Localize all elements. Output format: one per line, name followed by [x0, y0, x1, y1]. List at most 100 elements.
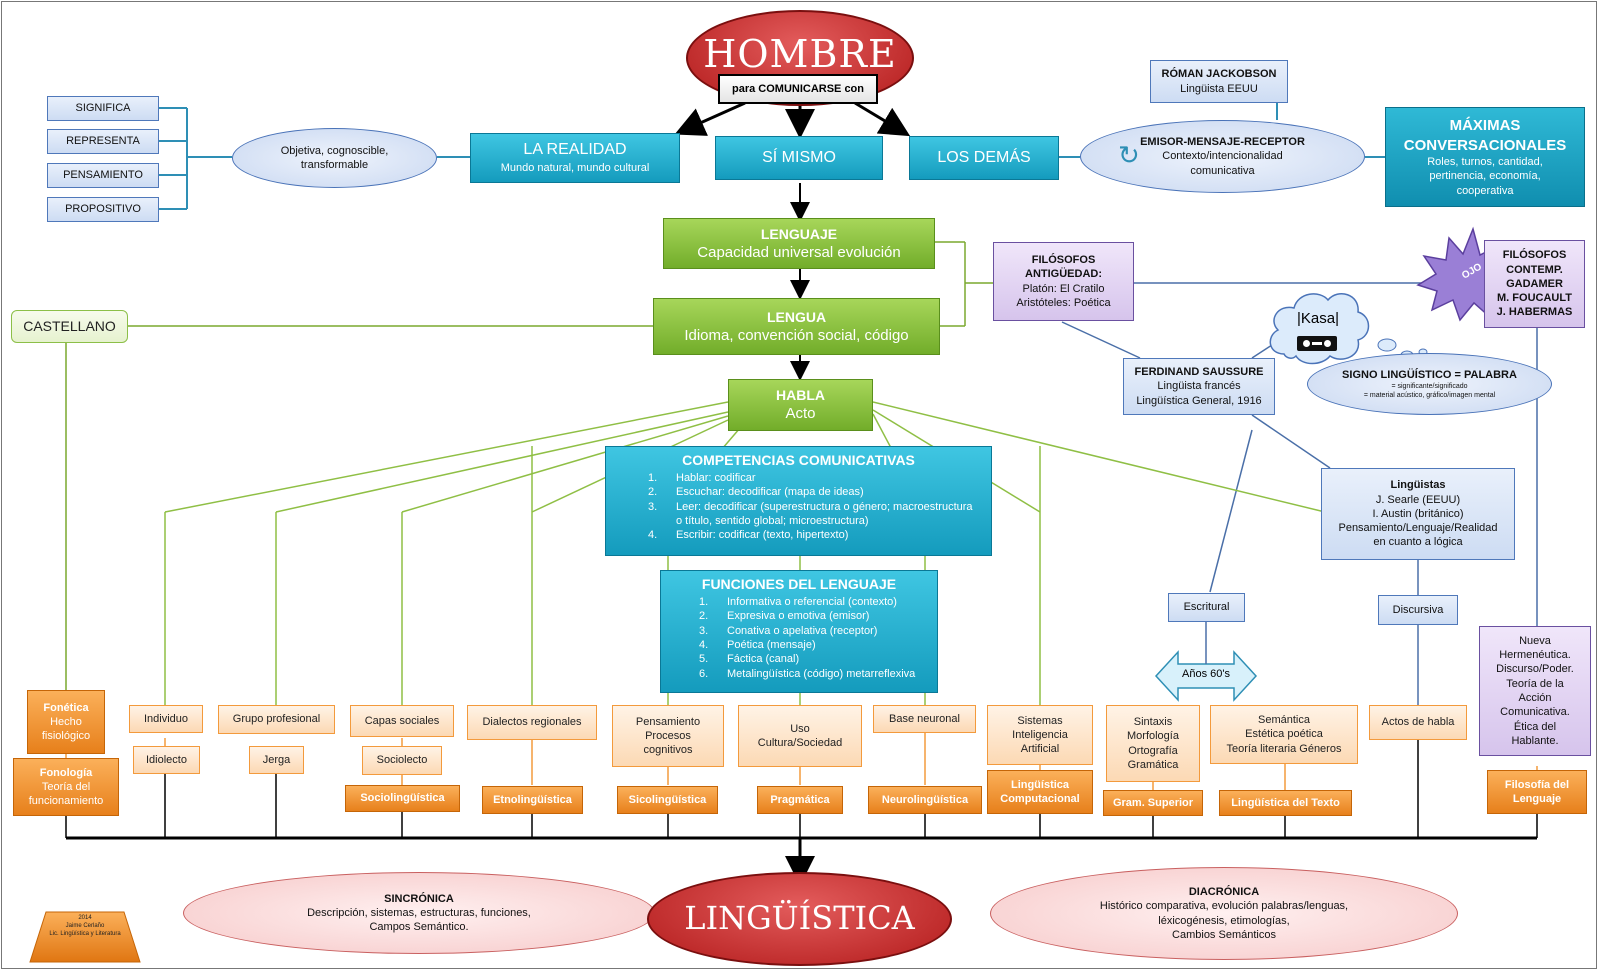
- filosofos-ant-line4: Aristóteles: Poética: [1016, 296, 1111, 309]
- sociolinguistica-node: Sociolingüística: [345, 785, 460, 812]
- gram-superior-node: Gram. Superior: [1103, 790, 1203, 816]
- sintaxis-line4: Gramática: [1127, 758, 1179, 771]
- fonologia-node: Fonología Teoría del funcionamiento: [13, 758, 119, 816]
- signo-line1: = significante/significado: [1391, 383, 1468, 391]
- actos-habla-text: Actos de habla: [1381, 716, 1455, 729]
- saussure-line1: Lingüista francés: [1157, 380, 1241, 393]
- fonetica-line2: Hecho: [50, 715, 82, 728]
- competencias-num: 3.: [648, 500, 658, 513]
- linguistas-line3: Pensamiento/Lenguaje/Realidad: [1338, 522, 1498, 535]
- pensamiento-line2: Procesos: [645, 729, 691, 742]
- maximas-title2: CONVERSACIONALES: [1403, 136, 1567, 154]
- neurolinguistica-text: Neurolingüística: [881, 793, 969, 806]
- funciones-text: Fáctica (canal): [727, 653, 800, 666]
- la-realidad-node: LA REALIDAD Mundo natural, mundo cultura…: [470, 133, 680, 183]
- credit-line1: 2014: [78, 915, 92, 921]
- filosofos-cont-line4: M. FOUCAULT: [1497, 292, 1572, 305]
- maximas-title1: MÁXIMAS: [1449, 117, 1521, 135]
- sicolinguistica-node: Sicolingüística: [617, 786, 718, 814]
- sintaxis-line2: Morfología: [1127, 730, 1179, 743]
- competencias-text: Escuchar: decodificar (mapa de ideas): [676, 486, 864, 499]
- nueva-line2: Hermenéutica.: [1499, 649, 1571, 662]
- lenguaje-node: LENGUAJE Capacidad universal evolución: [663, 218, 935, 269]
- pensamiento-line3: cognitivos: [643, 744, 693, 757]
- funciones-item: 6.Metalingüística (código) metarreflexiv…: [699, 667, 929, 681]
- hombre-title: HOMBRE: [703, 32, 897, 76]
- sistemas-node: Sistemas Inteligencia Artificial: [987, 705, 1093, 765]
- objetiva-line2: transformable: [300, 159, 369, 171]
- jerga-text: Jerga: [262, 753, 291, 766]
- uso-node: Uso Cultura/Sociedad: [738, 705, 862, 767]
- la-realidad-sub: Mundo natural, mundo cultural: [500, 162, 650, 175]
- filosofos-cont-line1: FILÓSOFOS: [1502, 249, 1567, 262]
- jackobson-node: RÓMAN JACKOBSON Lingüista EEUU: [1150, 60, 1288, 103]
- credit-line3: Lic. Lingüística y Literatura: [49, 931, 121, 938]
- competencias-text: Leer: decodificar (superestructura o gén…: [676, 500, 973, 528]
- sintaxis-line1: Sintaxis: [1133, 715, 1173, 728]
- fonologia-line1: Fonología: [39, 766, 93, 779]
- diacronica-title: DIACRÓNICA: [1188, 885, 1260, 898]
- saussure-node: FERDINAND SAUSSURE Lingüista francés Lin…: [1123, 358, 1275, 415]
- filosofos-contemp-node: FILÓSOFOS CONTEMP. GADAMER M. FOUCAULT J…: [1484, 240, 1585, 328]
- emisor-title: EMISOR-MENSAJE-RECEPTOR: [1140, 136, 1305, 149]
- nueva-line5: Acción: [1518, 692, 1552, 704]
- label-pensamiento: PENSAMIENTO: [47, 163, 159, 188]
- sincronica-title: SINCRÓNICA: [384, 892, 454, 905]
- uso-line2: Cultura/Sociedad: [757, 737, 843, 749]
- semantica-line3: Teoría literaria Géneros: [1226, 742, 1342, 755]
- signo-title: SIGNO LINGÜÍSTICO = PALABRA: [1342, 368, 1517, 381]
- label-propositivo: PROPOSITIVO: [47, 197, 159, 222]
- funciones-title: FUNCIONES DEL LENGUAJE: [701, 576, 897, 592]
- pragmatica-node: Pragmática: [757, 786, 843, 814]
- filosofia-len-line1: Filosofía del: [1504, 778, 1570, 791]
- competencias-item: 3. Leer: decodificar (superestructura o g…: [648, 500, 981, 529]
- competencias-num: 1.: [648, 472, 658, 485]
- si-mismo-node: SÍ MISMO: [715, 136, 883, 180]
- competencias-node: COMPETENCIAS COMUNICATIVAS 1.Hablar: cod…: [605, 446, 992, 556]
- filosofos-cont-line2: CONTEMP.: [1506, 263, 1563, 276]
- diacronica-line1: Histórico comparativa, evolución palabra…: [1099, 900, 1349, 913]
- idiolecto-text: Idiolecto: [146, 753, 187, 766]
- competencias-num: 4.: [648, 529, 658, 542]
- linguistas-title: Lingüistas: [1390, 479, 1446, 492]
- nueva-line4: Teoría de la: [1506, 677, 1564, 690]
- capas-sociales-text: Capas sociales: [364, 714, 440, 727]
- lengua-node: LENGUA Idioma, convención social, código: [653, 298, 940, 355]
- fonologia-line2: Teoría del: [41, 780, 91, 793]
- nueva-line1: Nueva: [1519, 634, 1551, 647]
- fonetica-line1: Fonética: [43, 701, 89, 714]
- escritural-node: Escritural: [1168, 593, 1245, 622]
- los-demas-node: LOS DEMÁS: [909, 136, 1059, 180]
- linguistica-computacional-node: Lingüística Computacional: [987, 770, 1093, 814]
- funciones-text: Poética (mensaje): [727, 639, 816, 652]
- label-representa: REPRESENTA: [47, 129, 159, 154]
- linguistica-texto-node: Lingüística del Texto: [1219, 790, 1352, 816]
- credit-block: 2014 Jaime Cerlaño Lic. Lingüística y Li…: [44, 914, 126, 938]
- lenguaje-sub: Capacidad universal evolución: [697, 243, 901, 261]
- emisor-line1: Contexto/intencionalidad: [1162, 150, 1283, 163]
- sincronica-ellipse: SINCRÓNICA Descripción, sistemas, estruc…: [183, 872, 655, 954]
- habla-sub: Acto: [785, 405, 816, 423]
- signo-line2: = material acústico, gráfico/imagen ment…: [1363, 392, 1496, 400]
- kasa-text: |Kasa|: [1297, 310, 1339, 327]
- funciones-num: 3.: [699, 624, 709, 637]
- sistemas-line3: Artificial: [1020, 743, 1060, 756]
- ling-comp-line1: Lingüística: [1010, 778, 1070, 791]
- funciones-num: 4.: [699, 639, 709, 652]
- sociolinguistica-text: Sociolingüística: [360, 792, 445, 805]
- cycle-arrow-icon: ↻: [1118, 140, 1140, 170]
- funciones-num: 5.: [699, 653, 709, 666]
- competencias-num: 2.: [648, 486, 658, 499]
- lengua-title: LENGUA: [766, 308, 827, 325]
- hombre-subtitle: para COMUNICARSE con: [731, 82, 865, 95]
- signo-ellipse: SIGNO LINGÜÍSTICO = PALABRA = significan…: [1307, 353, 1552, 415]
- linguistas-line2: I. Austin (británico): [1372, 507, 1464, 520]
- semantica-node: Semántica Estética poética Teoría litera…: [1210, 705, 1358, 764]
- label-significa: SIGNIFICA: [47, 96, 159, 121]
- objetiva-ellipse: Objetiva, cognoscible, transformable: [232, 128, 437, 188]
- los-demas-title: LOS DEMÁS: [937, 148, 1031, 166]
- etnolinguistica-node: Etnolingüística: [482, 786, 583, 814]
- sociolecto-node: Sociolecto: [362, 746, 442, 775]
- funciones-num: 6.: [699, 667, 709, 680]
